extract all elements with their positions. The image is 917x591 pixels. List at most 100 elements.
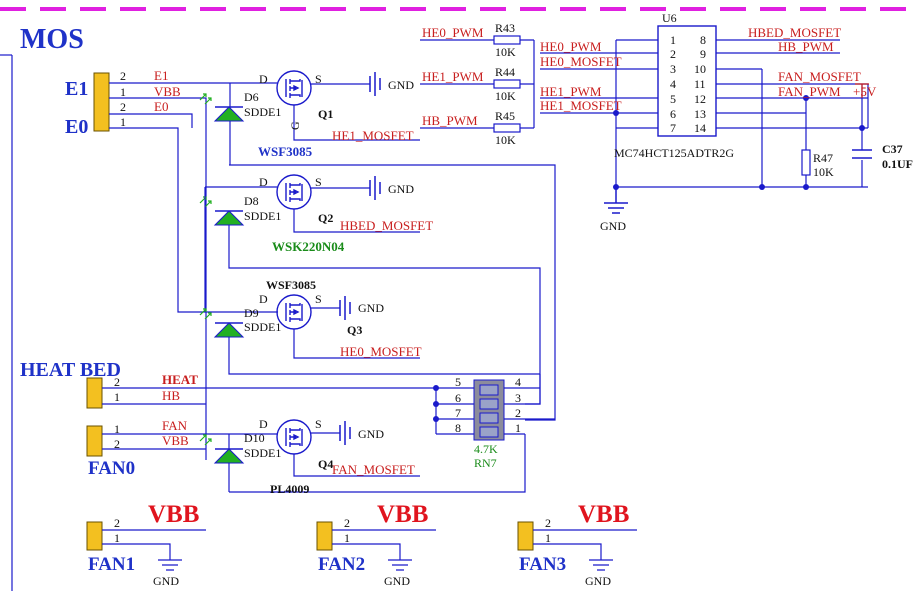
rn7-ref: RN7: [474, 456, 497, 470]
heat-bed-connector: [86, 377, 103, 409]
d8-part: SDDE1: [244, 209, 281, 223]
rn7-pin: 1: [515, 421, 521, 435]
q2-source-pin: S: [315, 175, 322, 189]
pin-number: 1: [114, 531, 120, 545]
rn7-value: 4.7K: [474, 442, 498, 456]
net-label-fan: FAN: [162, 418, 188, 433]
fan2-connector: [316, 521, 333, 551]
d9-part: SDDE1: [244, 320, 281, 334]
r47-ref: R47: [813, 151, 833, 165]
c37-ref: C37: [882, 142, 903, 156]
resistor-network-rn7: [229, 374, 555, 493]
d10-part: SDDE1: [244, 446, 281, 460]
r45-ref: R45: [495, 109, 515, 123]
u6-ref: U6: [662, 11, 677, 25]
gnd-label: GND: [600, 219, 626, 233]
fan3-connector: [517, 521, 534, 551]
net-label-e1: E1: [154, 68, 168, 83]
ground-symbol: [369, 176, 381, 200]
net-label-he1-mosfet-q1: HE1_MOSFET: [332, 128, 414, 143]
fan2-label: FAN2: [318, 554, 365, 575]
ground-symbol: [339, 296, 351, 320]
d6-ref: D6: [244, 90, 259, 104]
pin-number: 4: [670, 77, 676, 91]
q2-ref: Q2: [318, 211, 333, 225]
pin-number: 2: [114, 437, 120, 451]
gate-resistors: [420, 35, 535, 133]
mosfet-q1: [199, 70, 420, 165]
fan0-label: FAN0: [88, 458, 135, 479]
net-label-he0-pwm-u6: HE0_PWM: [540, 39, 602, 54]
net-label-he1-pwm-u6: HE1_PWM: [540, 84, 602, 99]
net-label-hbed-mosfet-q2: HBED_MOSFET: [340, 218, 433, 233]
e1-e0-connector: [93, 72, 110, 132]
pin-number: 5: [670, 92, 676, 106]
q1-ref: Q1: [318, 107, 333, 121]
net-label-heat: HEAT: [162, 372, 198, 387]
rn7-pin: 4: [515, 375, 521, 389]
pin-number: 2: [114, 375, 120, 389]
vbb-label-fan3: VBB: [578, 501, 629, 528]
rn7-pin: 7: [455, 406, 461, 420]
q1-part: WSF3085: [258, 144, 313, 159]
q1-drain-pin: D: [259, 72, 268, 86]
gnd-label: GND: [585, 574, 611, 588]
gnd-label: GND: [384, 574, 410, 588]
rn7-pin: 2: [515, 406, 521, 420]
c37-value: 0.1UF: [882, 157, 913, 171]
net-label-hb-pwm-u6: HB_PWM: [778, 39, 834, 54]
ic-u6: [540, 25, 872, 214]
vbb-label-fan1: VBB: [148, 501, 199, 528]
pin-number: 1: [114, 422, 120, 436]
net-label-he1-mosfet-u6: HE1_MOSFET: [540, 98, 622, 113]
e-connector-wires: [109, 82, 230, 460]
q3-drain-pin: D: [259, 292, 268, 306]
net-label-vbb: VBB: [154, 84, 181, 99]
fan1-connector: [86, 521, 103, 551]
d9-ref: D9: [244, 306, 259, 320]
rn7-pin: 6: [455, 391, 461, 405]
d6-part: SDDE1: [244, 105, 281, 119]
pin-number: 3: [670, 62, 676, 76]
fan1-wires: [102, 529, 206, 571]
gnd-label: GND: [388, 78, 414, 92]
fan0-wires: [102, 433, 278, 450]
ground-symbol: [369, 72, 381, 96]
pin-number: 9: [700, 47, 706, 61]
fan3-wires: [533, 529, 637, 571]
pin-number: 7: [670, 121, 676, 135]
fan2-wires: [332, 529, 436, 571]
e-connector-pin-numbers: 2 1 2 1: [120, 69, 126, 129]
pin-number: 14: [694, 121, 706, 135]
gnd-label: GND: [388, 182, 414, 196]
q4-drain-pin: D: [259, 417, 268, 431]
net-label-he0-mosfet-u6: HE0_MOSFET: [540, 54, 622, 69]
r43-value: 10K: [495, 45, 516, 59]
u6-pin-numbers: 1 2 3 4 5 6 7 8 9 10 11 12 13 14: [670, 33, 706, 135]
pin-number: 1: [114, 390, 120, 404]
net-label-vbb-fan0: VBB: [162, 433, 189, 448]
net-label-hbed-mosfet-u6: HBED_MOSFET: [748, 25, 841, 40]
fan1-label: FAN1: [88, 554, 135, 575]
pin-number: 1: [545, 531, 551, 545]
gnd-label: GND: [153, 574, 179, 588]
heat-bed-label: HEAT BED: [20, 359, 121, 381]
net-label-he1-pwm-r44: HE1_PWM: [422, 69, 484, 84]
pin-number: 12: [694, 92, 706, 106]
r45-value: 10K: [495, 133, 516, 147]
net-label-hb-pwm-r45: HB_PWM: [422, 113, 478, 128]
heat-bed-wires: [102, 387, 436, 405]
net-label-e0: E0: [154, 99, 168, 114]
rn7-pin: 5: [455, 375, 461, 389]
q2-part: WSK220N04: [272, 239, 345, 254]
net-label-he0-mosfet-q3: HE0_MOSFET: [340, 344, 422, 359]
pin-number: 10: [694, 62, 706, 76]
rn7-pin: 3: [515, 391, 521, 405]
pin-number: 11: [694, 77, 706, 91]
rn7-pin: 8: [455, 421, 461, 435]
plus5v-symbol: [855, 83, 869, 98]
gnd-label: GND: [358, 427, 384, 441]
net-label-plus5v: +5V: [853, 84, 877, 99]
mosfet-q4: [199, 419, 420, 492]
